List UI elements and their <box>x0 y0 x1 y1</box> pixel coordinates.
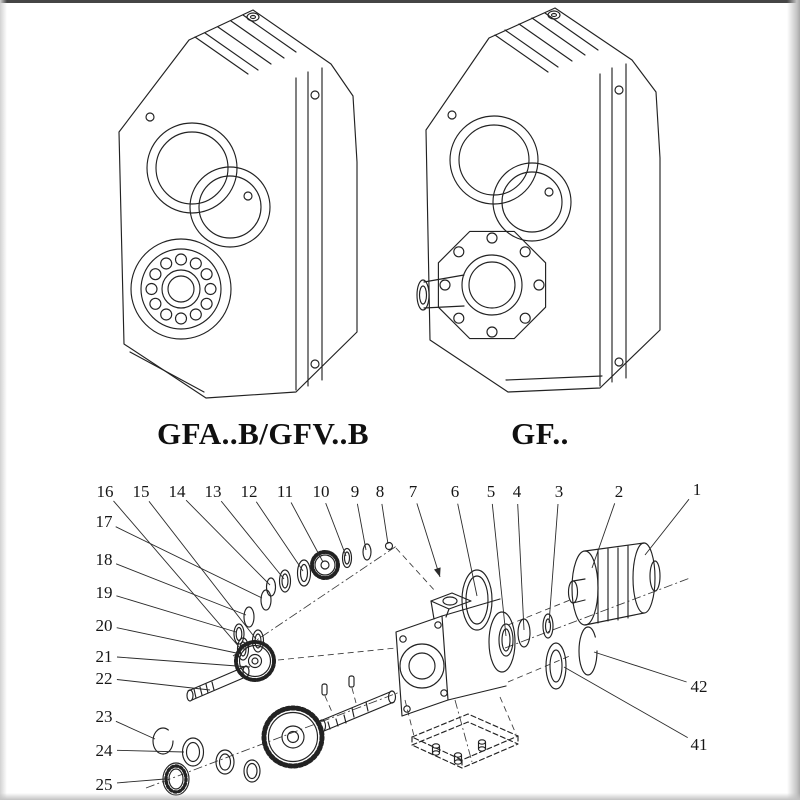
part-number-22: 22 <box>96 669 113 688</box>
exploded-view-drawing: 1615141312111098765432117181920212223242… <box>94 478 709 796</box>
part-number-14: 14 <box>169 482 187 501</box>
part-number-4: 4 <box>513 482 522 501</box>
leader-arrowhead-7 <box>434 567 441 577</box>
leader-line-7 <box>416 503 441 578</box>
leader-line-41 <box>563 666 688 738</box>
part-number-17: 17 <box>96 512 114 531</box>
leader-line-25 <box>116 778 166 784</box>
part-number-18: 18 <box>96 550 113 569</box>
pinion-shaft <box>186 665 250 702</box>
leader-line-3 <box>548 503 559 624</box>
plate-bolts <box>431 739 487 765</box>
part-number-15: 15 <box>133 482 150 501</box>
top-plug-icon <box>547 10 561 20</box>
leader-line-24 <box>116 749 185 753</box>
leader-line-22 <box>116 679 211 691</box>
part-number-9: 9 <box>351 482 360 501</box>
gearbox-drawing-gf <box>416 7 661 393</box>
leader-line-4 <box>517 503 525 631</box>
part-number-41: 41 <box>691 735 708 754</box>
key-studs <box>321 675 355 696</box>
output-shaft <box>317 690 397 733</box>
part-number-10: 10 <box>313 482 330 501</box>
gearbox-drawing-gfa-gfv <box>118 9 358 399</box>
leader-line-21 <box>116 656 251 668</box>
part-number-21: 21 <box>96 647 113 666</box>
input-bores <box>447 110 572 242</box>
leader-line-19 <box>116 595 237 633</box>
input-bores <box>145 112 271 248</box>
part-number-5: 5 <box>487 482 496 501</box>
part-number-13: 13 <box>205 482 222 501</box>
leader-line-8 <box>381 503 389 545</box>
leader-line-42 <box>593 651 687 683</box>
leader-line-20 <box>116 627 242 655</box>
leader-line-9 <box>356 503 367 551</box>
part-number-16: 16 <box>97 482 114 501</box>
top-ribs <box>194 14 297 75</box>
model-label-gf: GF.. <box>511 416 569 451</box>
leader-line-15 <box>148 501 257 640</box>
part-number-19: 19 <box>96 583 113 602</box>
part-number-7: 7 <box>409 482 418 501</box>
output-gear-large <box>261 705 325 769</box>
output-flange-and-shaft <box>416 230 547 340</box>
leader-line-23 <box>115 720 156 740</box>
leader-line-5 <box>491 503 507 637</box>
motor-assembly <box>567 542 661 626</box>
leader-line-16 <box>113 500 241 649</box>
part-number-42: 42 <box>691 677 708 696</box>
model-label-gfa-gfv: GFA..B/GFV..B <box>156 416 370 451</box>
gearbox-housing <box>395 592 516 717</box>
input-seals-and-rings <box>461 569 554 657</box>
leader-line-2 <box>591 503 616 569</box>
output-bearing <box>130 238 232 340</box>
part-number-23: 23 <box>96 707 113 726</box>
part-number-24: 24 <box>96 741 114 760</box>
part-number-6: 6 <box>451 482 460 501</box>
part-number-20: 20 <box>96 616 113 635</box>
leader-line-13 <box>220 500 285 580</box>
top-plug-icon <box>246 12 260 22</box>
part-number-3: 3 <box>555 482 564 501</box>
leader-line-14 <box>185 499 271 586</box>
mounting-plate <box>411 713 519 769</box>
leader-line-10 <box>325 502 347 557</box>
part-number-2: 2 <box>615 482 624 501</box>
housing-outline <box>425 7 661 393</box>
part-number-25: 25 <box>96 775 113 794</box>
leader-line-12 <box>255 501 304 572</box>
top-ribs <box>494 12 599 73</box>
bearing-and-snap-ring-right <box>545 626 598 690</box>
housing-outline <box>118 9 358 399</box>
part-number-11: 11 <box>277 482 293 501</box>
part-number-12: 12 <box>241 482 258 501</box>
output-shaft-parts <box>152 589 397 796</box>
leader-line-17 <box>115 526 263 599</box>
construction-lines <box>277 547 573 737</box>
part-number-1: 1 <box>693 480 702 499</box>
ball-bearing <box>162 762 190 796</box>
part-number-8: 8 <box>376 482 385 501</box>
leader-line-18 <box>115 563 247 616</box>
leader-line-6 <box>457 503 478 597</box>
leader-line-11 <box>290 502 324 563</box>
leader-line-1 <box>644 498 690 556</box>
